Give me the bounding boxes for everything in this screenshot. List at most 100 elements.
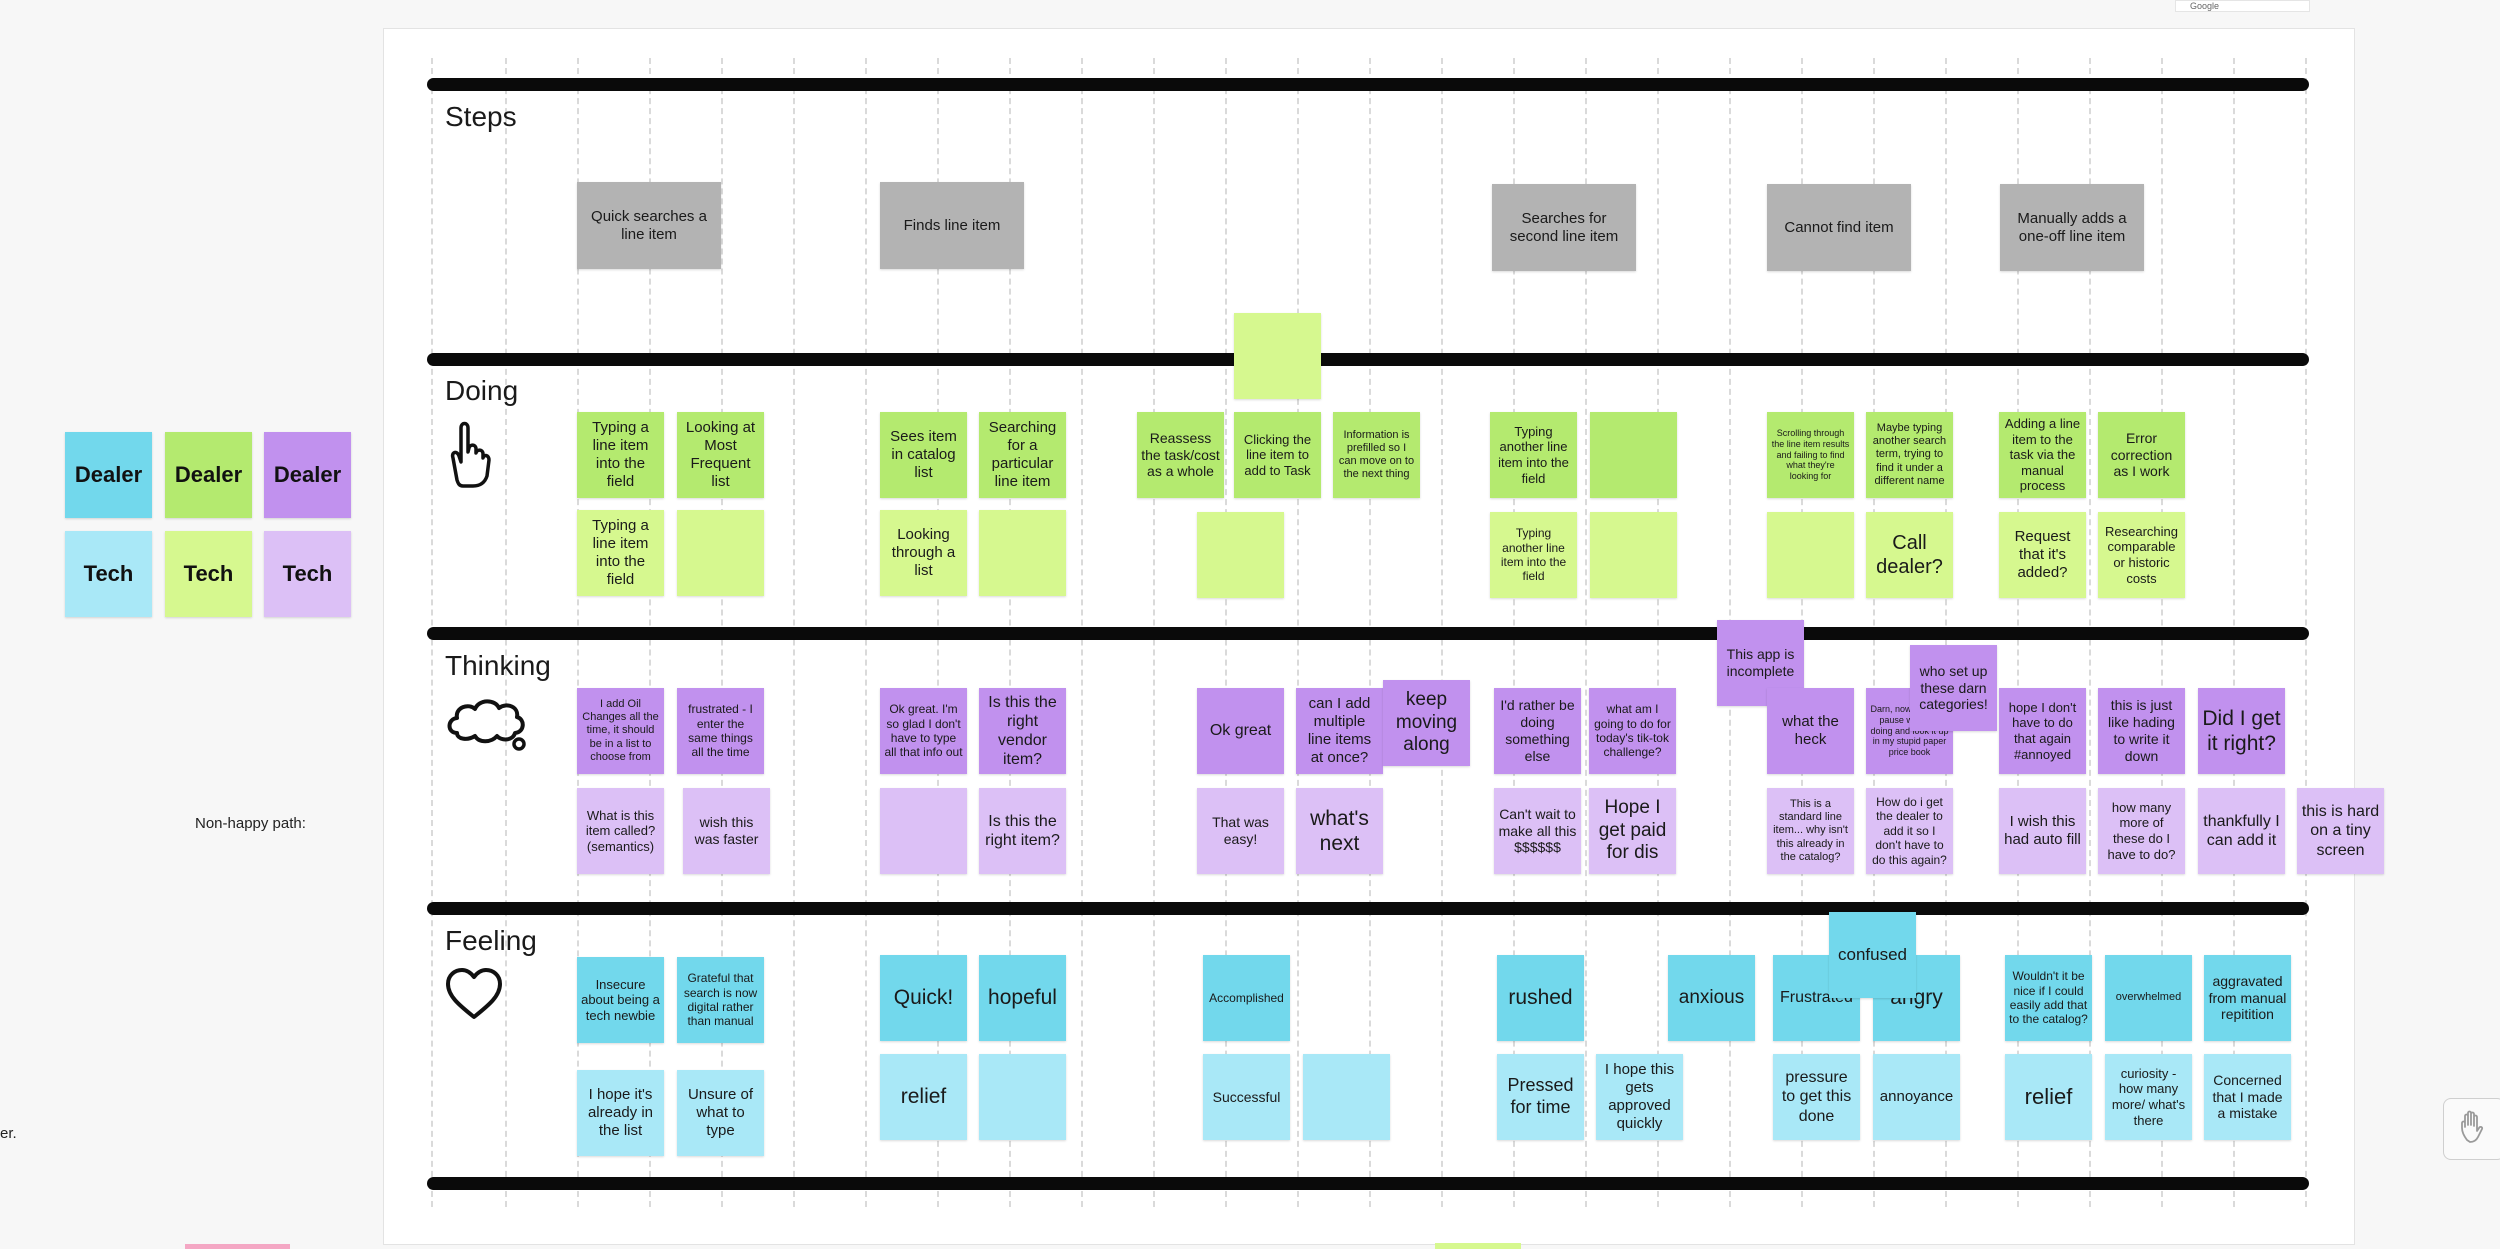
thinking-sticky-note[interactable]: who set up these darn categories! xyxy=(1910,645,1997,731)
thinking-sticky-note[interactable]: keep moving along xyxy=(1383,680,1470,766)
feeling-sticky-note[interactable]: Successful xyxy=(1203,1054,1290,1140)
doing-sticky-note[interactable]: Reassess the task/cost as a whole xyxy=(1137,412,1224,498)
legend-tech-feeling[interactable]: Tech xyxy=(65,531,152,617)
thinking-sticky-note[interactable]: Hope I get paid for dis xyxy=(1589,788,1676,874)
step-card[interactable]: Manually adds a one-off line item xyxy=(2000,184,2144,271)
legend-dealer-doing[interactable]: Dealer xyxy=(165,432,252,518)
hand-tool-button[interactable] xyxy=(2443,1098,2500,1160)
legend-tech-doing[interactable]: Tech xyxy=(165,531,252,617)
doing-sticky-note[interactable] xyxy=(677,510,764,596)
doing-sticky-note[interactable]: Looking at Most Frequent list xyxy=(677,412,764,498)
doing-sticky-note[interactable]: Maybe typing another search term, trying… xyxy=(1866,412,1953,498)
step-card[interactable]: Searches for second line item xyxy=(1492,184,1636,271)
step-card[interactable]: Finds line item xyxy=(880,182,1024,269)
doing-sticky-note[interactable]: Request that it's added? xyxy=(1999,512,2086,598)
doing-sticky-note[interactable]: Sees item in catalog list xyxy=(880,412,967,498)
thinking-sticky-note[interactable]: wish this was faster xyxy=(683,788,770,874)
thinking-sticky-note[interactable]: what the heck xyxy=(1767,688,1854,774)
doing-sticky-note[interactable]: Looking through a list xyxy=(880,510,967,596)
offscreen-note-fragment xyxy=(185,1244,290,1249)
feeling-sticky-note[interactable]: Accomplished xyxy=(1203,955,1290,1041)
thinking-sticky-note[interactable]: Can't wait to make all this $$$$$$ xyxy=(1494,788,1581,874)
thinking-sticky-note[interactable]: Darn, now I have to pause what I'm doing… xyxy=(1866,688,1953,774)
doing-sticky-note[interactable]: Clicking the line item to add to Task xyxy=(1234,412,1321,498)
thinking-sticky-note[interactable]: thankfully I can add it xyxy=(2198,788,2285,874)
thinking-sticky-note[interactable]: Ok great xyxy=(1197,688,1284,774)
feeling-sticky-note[interactable]: rushed xyxy=(1497,955,1584,1041)
doing-sticky-note[interactable] xyxy=(1590,412,1677,498)
note-text: aggravated from manual repitition xyxy=(2208,972,2287,1023)
doing-sticky-note[interactable]: Call dealer? xyxy=(1866,512,1953,598)
doing-sticky-note[interactable] xyxy=(1234,313,1321,399)
thinking-sticky-note[interactable]: can I add multiple line items at once? xyxy=(1296,688,1383,774)
legend-dealer-feeling[interactable]: Dealer xyxy=(65,432,152,518)
thinking-sticky-note[interactable]: what am I going to do for today's tik-to… xyxy=(1589,688,1676,774)
doing-sticky-note[interactable]: Typing a line item into the field xyxy=(577,510,664,596)
note-text: Manually adds a one-off line item xyxy=(2017,209,2127,245)
thinking-sticky-note[interactable]: I add Oil Changes all the time, it shoul… xyxy=(577,688,664,774)
doing-sticky-note[interactable]: Typing another line item into the field xyxy=(1490,412,1577,498)
thinking-sticky-note[interactable]: I wish this had auto fill xyxy=(1999,788,2086,874)
note-text: relief xyxy=(900,1085,947,1109)
feeling-sticky-note[interactable] xyxy=(1303,1054,1390,1140)
feeling-sticky-note[interactable]: relief xyxy=(2005,1054,2092,1140)
feeling-sticky-note[interactable]: Concerned that I made a mistake xyxy=(2204,1054,2291,1140)
thinking-sticky-note[interactable]: How do i get the dealer to add it so I d… xyxy=(1866,788,1953,874)
doing-sticky-note[interactable] xyxy=(1590,512,1677,598)
feeling-sticky-note[interactable]: anxious xyxy=(1668,955,1755,1041)
feeling-sticky-note[interactable]: Quick! xyxy=(880,955,967,1041)
thinking-sticky-note[interactable]: Did I get it right? xyxy=(2198,688,2285,774)
thinking-sticky-note[interactable]: what's next xyxy=(1296,788,1383,874)
doing-sticky-note[interactable] xyxy=(979,510,1066,596)
step-card[interactable]: Cannot find item xyxy=(1767,184,1911,271)
feeling-sticky-note[interactable]: confused xyxy=(1829,912,1916,998)
doing-sticky-note[interactable]: Typing a line item into the field xyxy=(577,412,664,498)
thinking-sticky-note[interactable]: Is this the right item? xyxy=(979,788,1066,874)
thinking-sticky-note[interactable]: hope I don't have to do that again #anno… xyxy=(1999,688,2086,774)
feeling-sticky-note[interactable]: I hope this gets approved quickly xyxy=(1596,1054,1683,1140)
lane-title-doing: Doing xyxy=(445,375,519,406)
feeling-sticky-note[interactable]: annoyance xyxy=(1873,1054,1960,1140)
doing-sticky-note[interactable] xyxy=(1197,512,1284,598)
thinking-sticky-note[interactable]: how many more of these do I have to do? xyxy=(2098,788,2185,874)
doing-sticky-note[interactable]: Researching comparable or historic costs xyxy=(2098,512,2185,598)
feeling-sticky-note[interactable]: curiosity - how many more/ what's there xyxy=(2105,1054,2192,1140)
feeling-sticky-note[interactable]: Pressed for time xyxy=(1497,1054,1584,1140)
note-text: Ok great. I'm so glad I don't have to ty… xyxy=(884,702,963,760)
doing-sticky-note[interactable]: Typing another line item into the field xyxy=(1490,512,1577,598)
feeling-sticky-note[interactable]: pressure to get this done xyxy=(1773,1054,1860,1140)
thinking-sticky-note[interactable]: Ok great. I'm so glad I don't have to ty… xyxy=(880,688,967,774)
non-happy-path-label: Non-happy path: xyxy=(195,815,306,832)
thinking-sticky-note[interactable]: Is this the right vendor item? xyxy=(979,688,1066,774)
thinking-sticky-note[interactable]: frustrated - I enter the same things all… xyxy=(677,688,764,774)
feeling-sticky-note[interactable]: relief xyxy=(880,1054,967,1140)
note-text: rushed xyxy=(1508,986,1573,1010)
doing-sticky-note[interactable]: Error correction as I work xyxy=(2098,412,2185,498)
legend-dealer-thinking[interactable]: Dealer xyxy=(264,432,351,518)
doing-sticky-note[interactable]: Adding a line item to the task via the m… xyxy=(1999,412,2086,498)
thinking-sticky-note[interactable]: This is a standard line item... why isn'… xyxy=(1767,788,1854,874)
feeling-sticky-note[interactable]: Unsure of what to type xyxy=(677,1070,764,1156)
feeling-sticky-note[interactable]: aggravated from manual repitition xyxy=(2204,955,2291,1041)
step-card[interactable]: Quick searches a line item xyxy=(577,182,721,269)
feeling-sticky-note[interactable]: Wouldn't it be nice if I could easily ad… xyxy=(2005,955,2092,1041)
doing-sticky-note[interactable]: Information is prefilled so I can move o… xyxy=(1333,412,1420,498)
thinking-sticky-note[interactable]: What is this item called? (semantics) xyxy=(577,788,664,874)
feeling-sticky-note[interactable]: Insecure about being a tech newbie xyxy=(577,957,664,1043)
thinking-sticky-note[interactable]: this is hard on a tiny screen xyxy=(2297,788,2384,874)
doing-sticky-note[interactable]: Scrolling through the line item results … xyxy=(1767,412,1854,498)
feeling-sticky-note[interactable]: I hope it's already in the list xyxy=(577,1070,664,1156)
thinking-sticky-note[interactable]: this is just like hading to write it dow… xyxy=(2098,688,2185,774)
feeling-sticky-note[interactable] xyxy=(979,1054,1066,1140)
legend-tech-thinking[interactable]: Tech xyxy=(264,531,351,617)
doing-sticky-note[interactable]: Searching for a particular line item xyxy=(979,412,1066,498)
feeling-sticky-note[interactable]: hopeful xyxy=(979,955,1066,1041)
feeling-sticky-note[interactable]: Grateful that search is now digital rath… xyxy=(677,957,764,1043)
note-text: curiosity - how many more/ what's there xyxy=(2111,1065,2186,1128)
thinking-sticky-note[interactable] xyxy=(880,788,967,874)
feeling-sticky-note[interactable]: overwhelmed xyxy=(2105,955,2192,1041)
thinking-sticky-note[interactable]: I'd rather be doing something else xyxy=(1494,688,1581,774)
thinking-sticky-note[interactable]: That was easy! xyxy=(1197,788,1284,874)
doing-sticky-note[interactable] xyxy=(1767,512,1854,598)
note-text: Successful xyxy=(1212,1088,1281,1105)
